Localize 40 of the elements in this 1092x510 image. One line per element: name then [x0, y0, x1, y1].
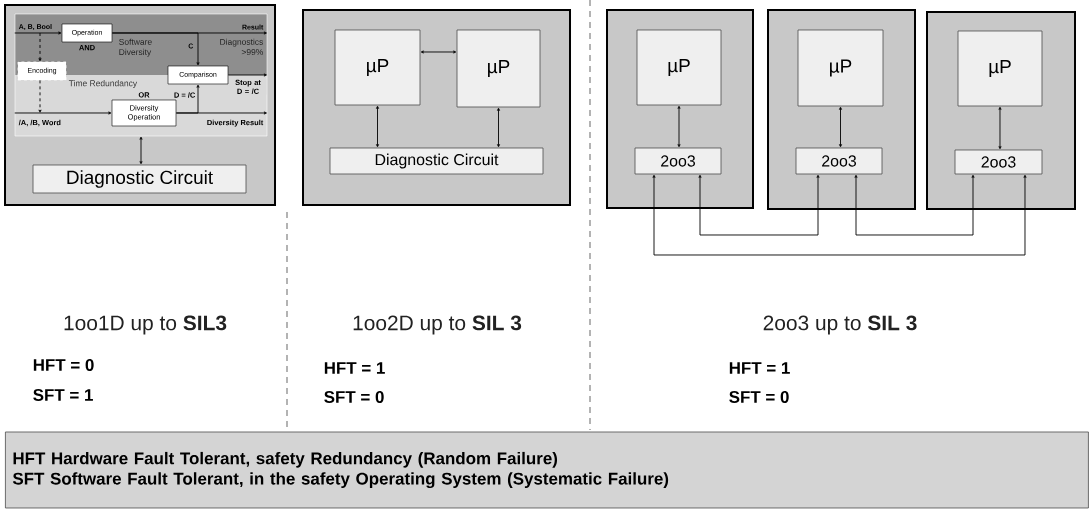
caption-text: SFT = 0	[729, 391, 789, 403]
caption-text: 1oo1D up to SIL3	[64, 315, 227, 335]
processor-box: µP	[957, 30, 1043, 107]
circuit-box: Diagnostic Circuit	[329, 147, 544, 175]
arrow	[175, 84, 200, 114]
processor-box: µP	[456, 29, 541, 108]
arrow	[698, 174, 820, 236]
caption-text: 2oo3 up to SIL 3	[763, 315, 917, 335]
arrow	[652, 174, 1027, 256]
diagram-text: Time Redundancy	[68, 80, 138, 88]
voter-box: 2oo3	[954, 149, 1043, 175]
arrow	[14, 111, 112, 115]
voter-box: 2oo3	[634, 147, 722, 175]
processor-box: µP	[334, 29, 421, 106]
circuit-box: Diagnostic Circuit	[32, 164, 247, 194]
arrow	[139, 136, 143, 165]
caption-text: SFT = 0	[324, 391, 384, 403]
arrow	[38, 79, 42, 113]
arrow	[497, 107, 500, 148]
caption-text: HFT = 0	[33, 359, 94, 371]
arrow	[376, 105, 379, 148]
arrow	[38, 32, 42, 62]
caption-text: HFT = 1	[324, 362, 385, 374]
diagram-text: Diagnostics >99%	[220, 38, 263, 56]
caption-text: HFT = 1	[729, 362, 790, 374]
arrow	[854, 174, 975, 236]
arrow	[839, 106, 842, 148]
legend-box: HFT Hardware Fault Tolerant, safety Redundancy (Random Failure) SFT Software Fault Tolerant, in the safety Operating System (Systematic Failure)	[5, 431, 1089, 509]
processor-box: µP	[636, 29, 722, 106]
voter-box: 2oo3	[795, 147, 883, 175]
arrow	[111, 32, 200, 66]
arrow	[998, 106, 1002, 150]
arrow	[677, 105, 681, 148]
arrow	[420, 50, 457, 54]
diagram-text: Software Diversity	[119, 38, 152, 57]
arrow	[14, 31, 62, 35]
arrow	[227, 73, 267, 77]
caption-text: 1oo2D up to SIL 3	[353, 315, 522, 335]
processor-box: µP	[797, 29, 884, 107]
caption-text: SFT = 1	[33, 389, 93, 401]
